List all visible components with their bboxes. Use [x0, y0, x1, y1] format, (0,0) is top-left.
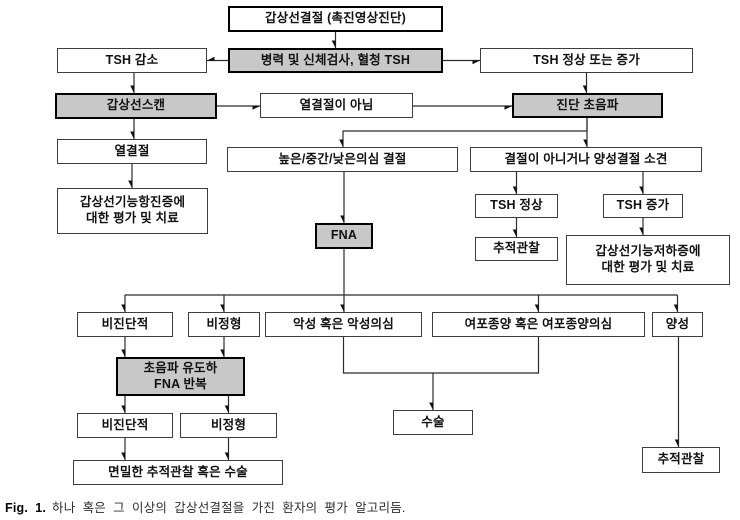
caption-text: 하나 혹은 그 이상의 갑상선결절을 가진 환자의 평가 알고리듬.: [52, 501, 406, 515]
node-no-or-benign-nodule: 결절이 아니거나 양성결절 소견: [470, 147, 702, 172]
node-us-guided-fna-repeat: 초음파 유도하 FNA 반복: [116, 357, 245, 396]
node-nondiagnostic-1: 비진단적: [77, 312, 173, 337]
node-hypothyroid-eval: 갑상선기능저하증에 대한 평가 및 치료: [566, 235, 730, 285]
node-thyroid-nodule: 갑상선결절 (촉진영상진단): [228, 6, 443, 32]
node-close-follow-or-surgery: 면밀한 추적관찰 혹은 수술: [73, 460, 283, 485]
node-atypia-2: 비정형: [180, 413, 277, 438]
node-suspicion-nodule: 높은/중간/낮은의심 결절: [227, 147, 458, 172]
node-follow-up-1: 추적관찰: [475, 237, 558, 261]
node-follicular: 여포종양 혹은 여포종양의심: [432, 312, 645, 337]
node-tsh-up: TSH 증가: [603, 194, 683, 218]
node-benign: 양성: [652, 312, 703, 337]
node-malignant: 악성 혹은 악성의심: [265, 312, 422, 337]
node-hyperthyroid-eval: 갑상선기능항진증에 대한 평가 및 치료: [57, 188, 208, 234]
node-diagnostic-ultrasound: 진단 초음파: [512, 93, 663, 118]
node-not-hot-nodule: 열결절이 아님: [260, 93, 413, 118]
node-atypia-1: 비정형: [188, 312, 260, 337]
caption-figure-label: Fig. 1.: [5, 501, 47, 515]
node-fna: FNA: [315, 223, 373, 249]
node-hot-nodule: 열결절: [57, 139, 207, 164]
node-history-exam-tsh: 병력 및 신체검사, 혈청 TSH: [228, 48, 443, 73]
node-thyroid-scan: 갑상선스캔: [55, 93, 217, 119]
node-surgery: 수술: [393, 410, 473, 435]
node-tsh-normal: TSH 정상: [475, 194, 558, 218]
node-tsh-low: TSH 감소: [57, 48, 207, 73]
figure-caption: Fig. 1. 하나 혹은 그 이상의 갑상선결절을 가진 환자의 평가 알고리듬…: [5, 497, 725, 516]
node-nondiagnostic-2: 비진단적: [77, 413, 173, 438]
node-tsh-normal-or-up: TSH 정상 또는 증가: [480, 48, 693, 73]
node-follow-up-2: 추적관찰: [642, 447, 720, 473]
